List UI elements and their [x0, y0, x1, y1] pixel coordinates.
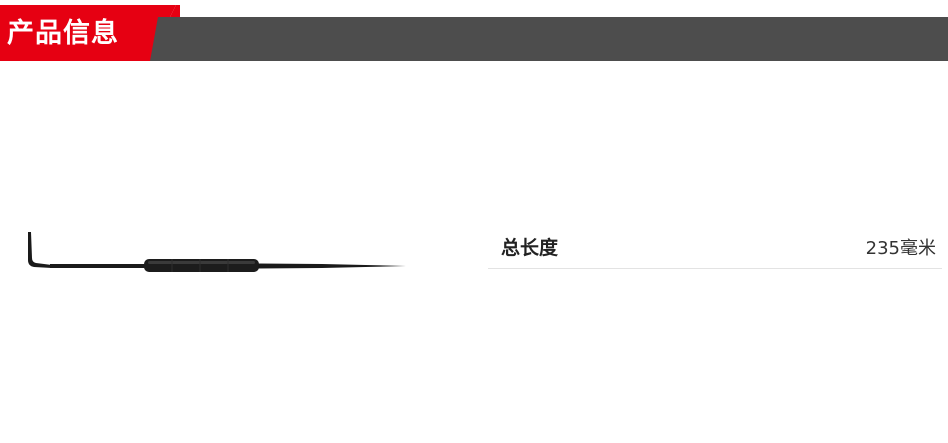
header-tab-shape [0, 5, 180, 61]
scriber-tool-icon [28, 232, 406, 272]
header-bar [0, 17, 948, 61]
header-tab [0, 5, 180, 61]
spec-value: 235毫米 [865, 238, 936, 259]
spec-row-total-length: 总长度 235毫米 [488, 228, 942, 269]
product-image [22, 228, 412, 280]
section-title: 产品信息 [7, 18, 119, 49]
spec-label: 总长度 [501, 237, 559, 259]
